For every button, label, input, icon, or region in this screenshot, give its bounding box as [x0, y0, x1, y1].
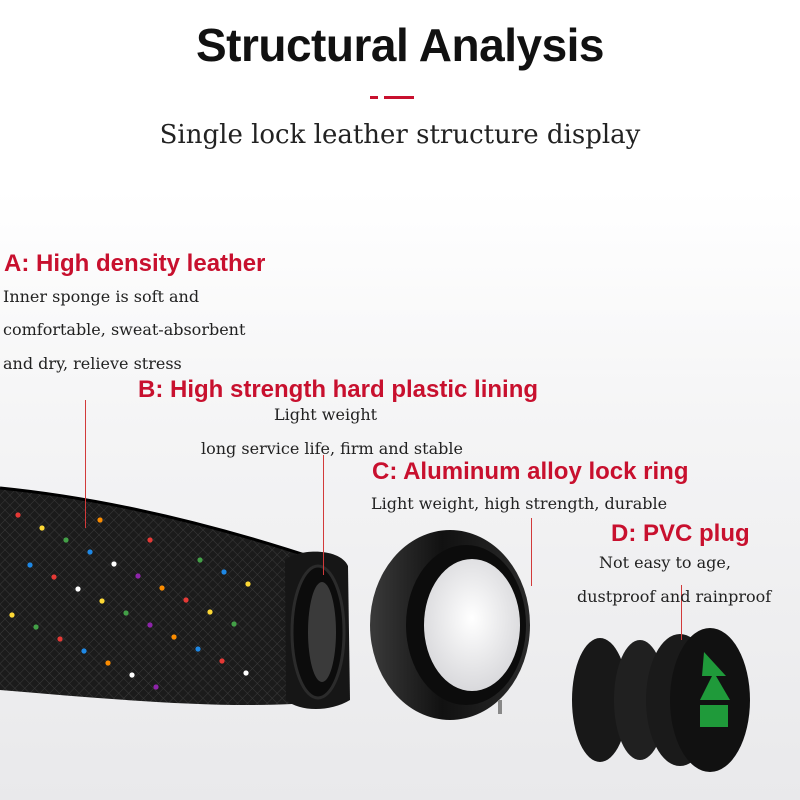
label-c-heading: C: Aluminum alloy lock ring	[372, 458, 689, 485]
label-d-line-2: dustproof and rainproof	[577, 587, 772, 606]
label-c-line-1: Light weight, high strength, durable	[371, 494, 668, 513]
page-title: Structural Analysis	[195, 19, 605, 71]
page-subtitle: Single lock leather structure display	[159, 120, 641, 150]
ring-screw-icon	[498, 700, 502, 714]
label-a-line-3: and dry, relieve stress	[3, 354, 182, 373]
label-b-line-1: Light weight	[274, 405, 378, 424]
pvc-plug	[572, 628, 750, 772]
leader-line-b	[323, 455, 324, 575]
title-decoration-dot	[370, 96, 378, 99]
label-a-line-2: comfortable, sweat-absorbent	[3, 320, 246, 339]
leader-line-c	[531, 518, 532, 586]
leader-line-d	[681, 585, 682, 640]
header-section: Structural Analysis Single lock leather …	[0, 0, 800, 190]
title-decoration-bar	[384, 96, 414, 99]
leader-line-a	[85, 400, 86, 528]
label-a-heading: A: High density leather	[4, 250, 266, 277]
plug-logo-mark	[700, 705, 728, 727]
plastic-lining	[285, 551, 350, 709]
label-d-line-1: Not easy to age,	[599, 553, 731, 572]
leather-color-dots	[9, 512, 251, 690]
label-b-line-2: long service life, firm and stable	[201, 439, 463, 458]
plug-tree-logo-icon	[700, 652, 730, 700]
label-b-heading: B: High strength hard plastic lining	[138, 376, 539, 403]
label-d-heading: D: PVC plug	[611, 520, 750, 547]
label-a-line-1: Inner sponge is soft and	[3, 287, 200, 306]
lock-ring	[370, 530, 530, 720]
